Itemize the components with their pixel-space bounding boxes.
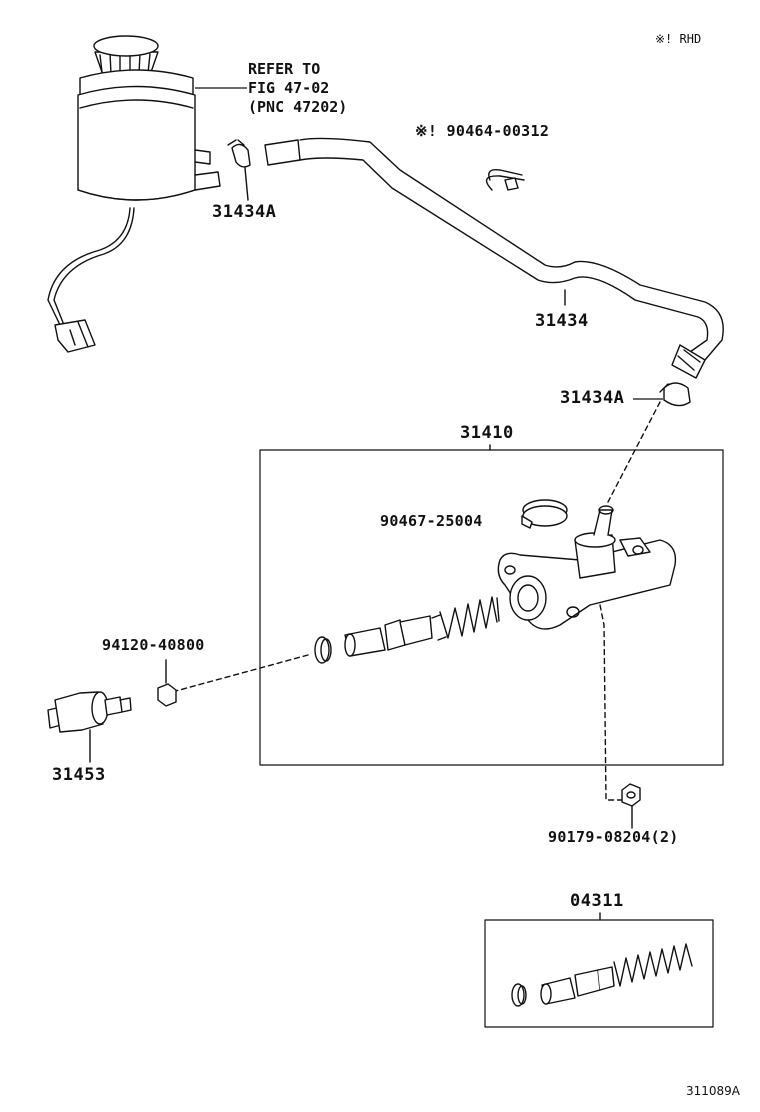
part-label-31434A-lower[interactable]: 31434A (560, 388, 625, 408)
clip-leader (633, 398, 663, 400)
nut (157, 659, 177, 707)
part-label-31434[interactable]: 31434 (535, 311, 589, 331)
master-cylinder-box (259, 449, 724, 766)
part-label-31410[interactable]: 31410 (460, 423, 514, 443)
master-cylinder (497, 505, 677, 630)
part-label-94120-40800[interactable]: 94120-40800 (102, 636, 205, 654)
rhd-note: ※! RHD (655, 32, 702, 46)
lower-clip (659, 382, 691, 407)
figure-code: 311089A (686, 1084, 741, 1098)
clamp (521, 499, 568, 529)
piston-assembly (344, 596, 500, 657)
part-label-90464-00312[interactable]: ※! 90464-00312 (415, 122, 550, 140)
refer-leader (195, 87, 247, 89)
refer-line-2: FIG 47-02 (248, 79, 330, 97)
part-label-04311[interactable]: 04311 (570, 891, 624, 911)
repair-kit-box (484, 919, 714, 1028)
part-label-31453[interactable]: 31453 (52, 765, 106, 785)
snap-ring (314, 636, 332, 664)
refer-line-1: REFER TO (248, 60, 321, 78)
part-label-31434A-upper[interactable]: 31434A (212, 202, 277, 222)
repair-kit-parts (511, 943, 693, 1007)
refer-line-3: (PNC 47202) (248, 98, 348, 116)
hose (264, 137, 724, 379)
hose-clip (485, 169, 525, 191)
part-label-90179-08204[interactable]: 90179-08204(2) (548, 828, 679, 846)
bolt-nut (621, 783, 641, 829)
part-label-90467-25004[interactable]: 90467-25004 (380, 512, 483, 530)
push-rod (47, 691, 132, 763)
upper-clip (227, 139, 251, 201)
reservoir-tank (47, 35, 221, 353)
